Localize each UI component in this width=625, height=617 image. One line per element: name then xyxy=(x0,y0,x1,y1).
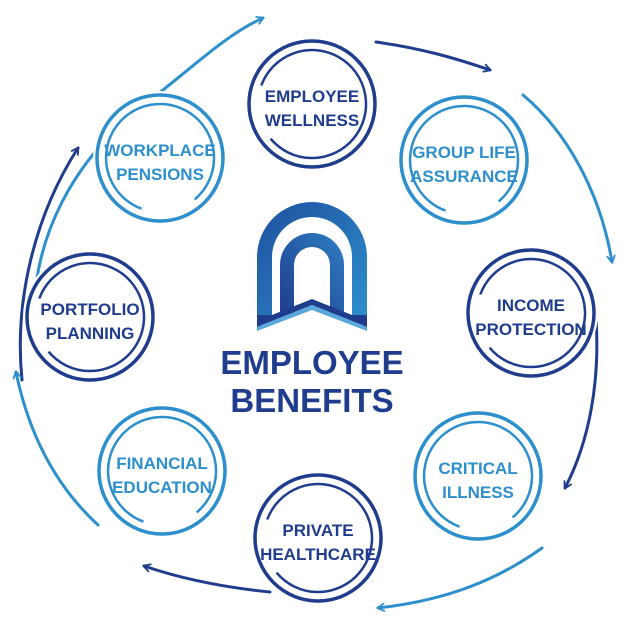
node-inner-arc xyxy=(266,482,374,594)
node-label-line1: GROUP LIFE xyxy=(412,143,516,162)
node-inner-arc xyxy=(479,257,587,369)
node-label-line2: WELLNESS xyxy=(265,111,359,130)
cycle-arrow-2 xyxy=(18,148,80,382)
node-backing xyxy=(95,404,229,538)
cycle-arrow-7 xyxy=(144,566,272,594)
node-outer-ring xyxy=(25,252,155,382)
node-backing xyxy=(411,409,545,543)
node-outer-ring xyxy=(95,93,225,223)
node-label-line1: WORKPLACE xyxy=(104,141,215,160)
node-outer-ring xyxy=(466,248,596,378)
node-income-protection: INCOME PROTECTION xyxy=(464,246,598,380)
cycle-arrow-3 xyxy=(374,40,490,70)
cycle-arrow-5 xyxy=(563,316,599,488)
cycle-arrow-8 xyxy=(16,372,100,527)
node-inner-arc xyxy=(38,261,146,373)
node-inner-arc xyxy=(422,420,534,528)
node-portfolio-planning: PORTFOLIO PLANNING xyxy=(23,250,157,384)
node-label-line2: ASSURANCE xyxy=(410,167,518,186)
node-label-line1: PRIVATE xyxy=(282,521,353,540)
node-workplace-pensions: WORKPLACE PENSIONS xyxy=(93,91,227,225)
node-inner-arc xyxy=(408,104,520,212)
arch-logo-icon xyxy=(257,202,367,331)
node-backing xyxy=(251,471,385,605)
node-outer-ring xyxy=(247,39,377,169)
node-label-line2: PROTECTION xyxy=(475,320,586,339)
node-critical-illness: CRITICAL ILLNESS xyxy=(411,409,545,543)
node-label-line2: ILLNESS xyxy=(442,483,514,502)
cycle-arrow-6 xyxy=(378,546,544,608)
node-label-line1: EMPLOYEE xyxy=(265,87,359,106)
node-inner-arc xyxy=(260,48,368,160)
node-outer-ring xyxy=(399,95,529,225)
node-group-life-assurance: GROUP LIFE ASSURANCE xyxy=(397,93,531,227)
node-backing xyxy=(464,246,598,380)
node-backing xyxy=(23,250,157,384)
center-title-line1: EMPLOYEE xyxy=(220,344,403,381)
node-outer-ring xyxy=(413,411,543,541)
node-label-line2: PLANNING xyxy=(46,324,135,343)
node-outer-ring xyxy=(253,473,383,603)
center-title-line2: BENEFITS xyxy=(230,382,393,419)
node-label-line1: FINANCIAL xyxy=(116,454,208,473)
node-backing xyxy=(397,93,531,227)
node-label-line1: INCOME xyxy=(497,296,565,315)
cycle-arrow-4 xyxy=(521,93,612,262)
node-label-line2: PENSIONS xyxy=(116,165,204,184)
node-backing xyxy=(93,91,227,225)
node-inner-arc xyxy=(106,415,218,523)
node-label-line1: CRITICAL xyxy=(438,459,517,478)
node-backing xyxy=(245,37,379,171)
node-label-line2: HEALTHCARE xyxy=(260,545,376,564)
node-inner-arc xyxy=(104,102,216,210)
node-label-line2: EDUCATION xyxy=(112,478,212,497)
node-employee-wellness: EMPLOYEE WELLNESS xyxy=(245,37,379,171)
node-outer-ring xyxy=(97,406,227,536)
node-financial-education: FINANCIAL EDUCATION xyxy=(95,404,229,538)
node-label-line1: PORTFOLIO xyxy=(40,300,139,319)
node-private-healthcare: PRIVATE HEALTHCARE xyxy=(251,471,385,605)
benefit-nodes: EMPLOYEE WELLNESS GROUP LIFE ASSURANCE INCOM… xyxy=(23,37,598,605)
